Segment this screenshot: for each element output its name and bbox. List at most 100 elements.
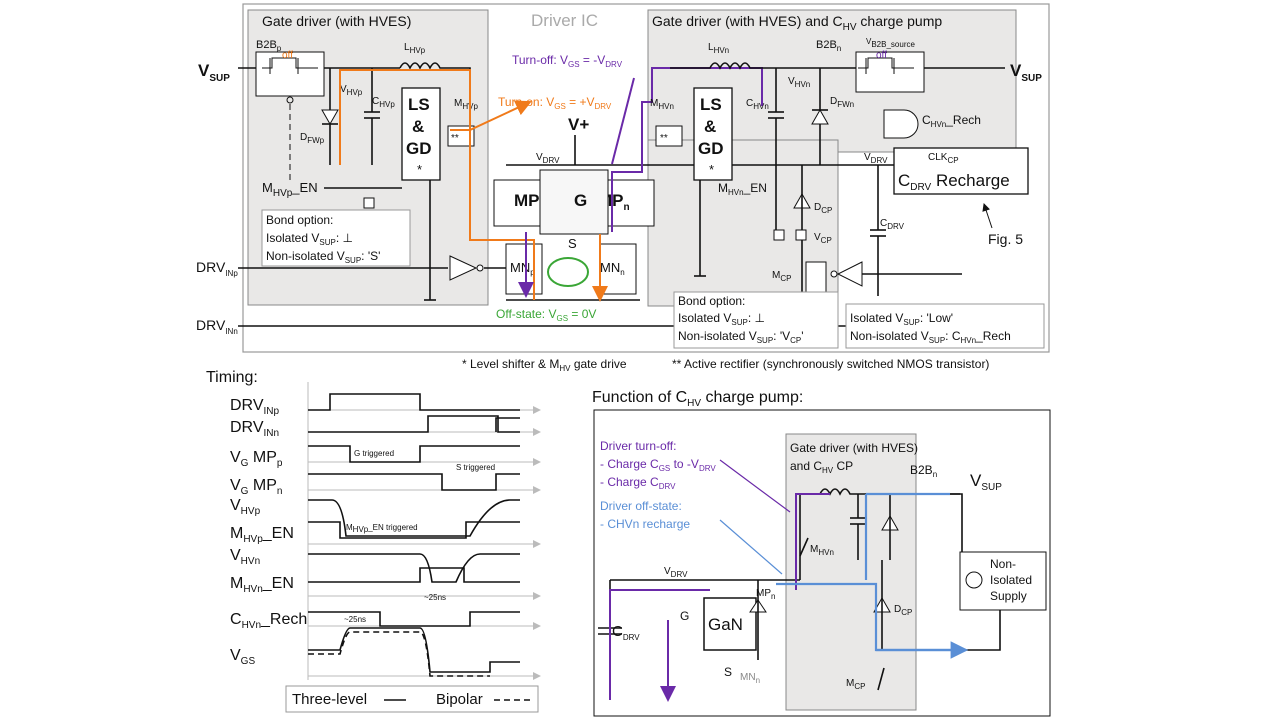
amp-right-text: & <box>704 117 716 136</box>
timing-row-label: DRVINn <box>230 419 279 439</box>
vsup-right: VSUP <box>1010 61 1042 84</box>
s-triggered-note: S triggered <box>456 463 495 472</box>
inverter-left <box>449 255 478 281</box>
timing-row-label: VG MPp <box>230 449 283 469</box>
ls-right-text: LS <box>700 95 722 114</box>
supply-source-icon <box>965 571 983 589</box>
chvn-rech-top-label: CHVn_Rech <box>922 113 981 129</box>
timing-row-label: VG MPn <box>230 477 282 497</box>
mhvn-label: MHVn <box>650 98 674 111</box>
vcp-label: VCP <box>814 232 832 245</box>
mhvp-en-triggered-note: MHVp_EN triggered <box>346 523 418 534</box>
turn-on-label: Turn-on: VGS = +VDRV <box>498 95 612 111</box>
cdrv-recharge-block <box>893 147 1029 195</box>
cdrv-recharge-label: CDRV Recharge <box>898 171 1010 193</box>
bond-mid-nonisolated: Non-isolated VSUP: 'VCP' <box>678 329 804 345</box>
cp-gate-driver-box <box>785 433 917 711</box>
b2bp-label: B2Bp <box>256 39 282 53</box>
timing-row-label: VGS <box>230 647 255 667</box>
dfwn-diode <box>811 108 829 125</box>
b2bn-off: off <box>876 50 887 61</box>
dcp-label: DCP <box>814 202 832 215</box>
cp-b2bn-label: B2Bn <box>910 463 937 479</box>
ls-gd-right <box>693 87 733 181</box>
vsup-left: VSUP <box>198 61 230 84</box>
t25-note-b: ~25ns <box>344 615 366 624</box>
timing-row-label: DRVINp <box>230 397 280 417</box>
bond-right-isolated: Isolated VSUP: 'Low' <box>850 311 953 327</box>
star-right: * <box>709 162 714 177</box>
vdrv-label-right: VDRV <box>864 152 888 165</box>
b2bn-label: B2Bn <box>816 39 841 53</box>
lhvn-inductor <box>670 62 866 70</box>
b2bn-switch <box>855 51 925 93</box>
driver-ic-outline <box>242 3 1050 353</box>
timing-row-label: CHVn_Rech <box>230 611 307 631</box>
dfwp-label: DFWp <box>300 132 325 145</box>
mcp-transistor <box>805 261 827 293</box>
vdrv-label-top: VDRV <box>536 152 560 165</box>
cp-gan-label: GaN <box>708 615 743 634</box>
timing-row-label: MHVp_EN <box>230 525 294 545</box>
vplus-label: V+ <box>568 115 589 134</box>
chvp-label: CHVp <box>372 96 395 109</box>
lhvp-inductor <box>399 62 471 98</box>
footnote-2: ** Active rectifier (synchronously switc… <box>672 357 989 371</box>
bond-left-title: Bond option: <box>266 213 333 227</box>
vb2b-label: VB2B_source <box>866 37 915 49</box>
cp-s-label: S <box>724 665 732 679</box>
ls-left-text: LS <box>408 95 430 114</box>
bond-right-nonisolated: Non-isolated VSUP: CHVn_Rech <box>850 329 1011 345</box>
inverter-right <box>836 261 863 287</box>
cp-title: Function of CHV charge pump: <box>592 389 803 409</box>
bond-mid-title: Bond option: <box>678 294 745 308</box>
g-label-top: G <box>574 191 587 210</box>
cp-gd-title-a: Gate driver (with HVES) <box>790 441 918 455</box>
left-gate-driver-title: Gate driver (with HVES) <box>262 13 411 29</box>
bond-option-right <box>845 303 1045 349</box>
dstar-left: ** <box>451 133 459 144</box>
active-rectifier-right <box>655 125 683 147</box>
charge-pump-function: Function of CHV charge pump: Gate driver… <box>592 389 1051 717</box>
drvinn-label: DRVINn <box>196 317 238 336</box>
vhvn-label: VHVn <box>788 76 810 89</box>
cp-gd-title-b: and CHV CP <box>790 459 853 475</box>
cp-mhvn-label: MHVn <box>810 544 834 557</box>
and-gate <box>883 109 919 139</box>
bond-option-left <box>261 209 411 267</box>
cp-cdrv-label: CDRV <box>612 623 640 642</box>
dstar-right: ** <box>660 133 668 144</box>
dfwp-diode <box>321 109 339 126</box>
cp-mcp-label: MCP <box>846 678 865 691</box>
timing-title: Timing: <box>206 369 258 386</box>
timing-waveforms: G triggered S triggered MHVp_EN triggere… <box>308 393 520 677</box>
cp-offstate-1: - CHVn recharge <box>600 517 690 531</box>
cp-turnoff-1: - Charge CGS to -VDRV <box>600 457 716 473</box>
chvn-label: CHVn <box>746 98 769 111</box>
gd-left-text: GD <box>406 139 432 158</box>
gan-device <box>539 169 609 235</box>
footnote-1: * Level shifter & MHV gate drive <box>462 357 627 373</box>
mcp-label: MCP <box>772 270 791 283</box>
cp-main-wire <box>610 488 960 581</box>
off-state-label: Off-state: VGS = 0V <box>496 307 596 323</box>
vhvp-label: VHVp <box>340 84 363 97</box>
cp-gan-device <box>703 597 757 651</box>
dfwn-label: DFWn <box>830 96 854 109</box>
bond-left-isolated: Isolated VSUP: ⊥ <box>266 231 353 247</box>
mnn-label: MNn <box>600 260 625 277</box>
cdrv-label: CDRV <box>880 218 905 231</box>
top-schematic: Driver IC Gate driver (with HVES) Gate d… <box>196 3 1050 373</box>
b2bp-off: off <box>282 50 293 61</box>
cp-mpn-label: MPn <box>756 588 775 601</box>
t25-note-a: ~25ns <box>424 593 446 602</box>
drvinp-label: DRVINp <box>196 259 238 278</box>
timing-legend <box>285 685 539 713</box>
driver-ic-label: Driver IC <box>531 11 598 30</box>
gd-right-text: GD <box>698 139 724 158</box>
turn-off-path <box>611 67 763 232</box>
ls-gd-left <box>401 87 441 181</box>
clkcp-label: CLKCP <box>928 152 959 165</box>
cp-turnoff-path <box>609 493 830 700</box>
